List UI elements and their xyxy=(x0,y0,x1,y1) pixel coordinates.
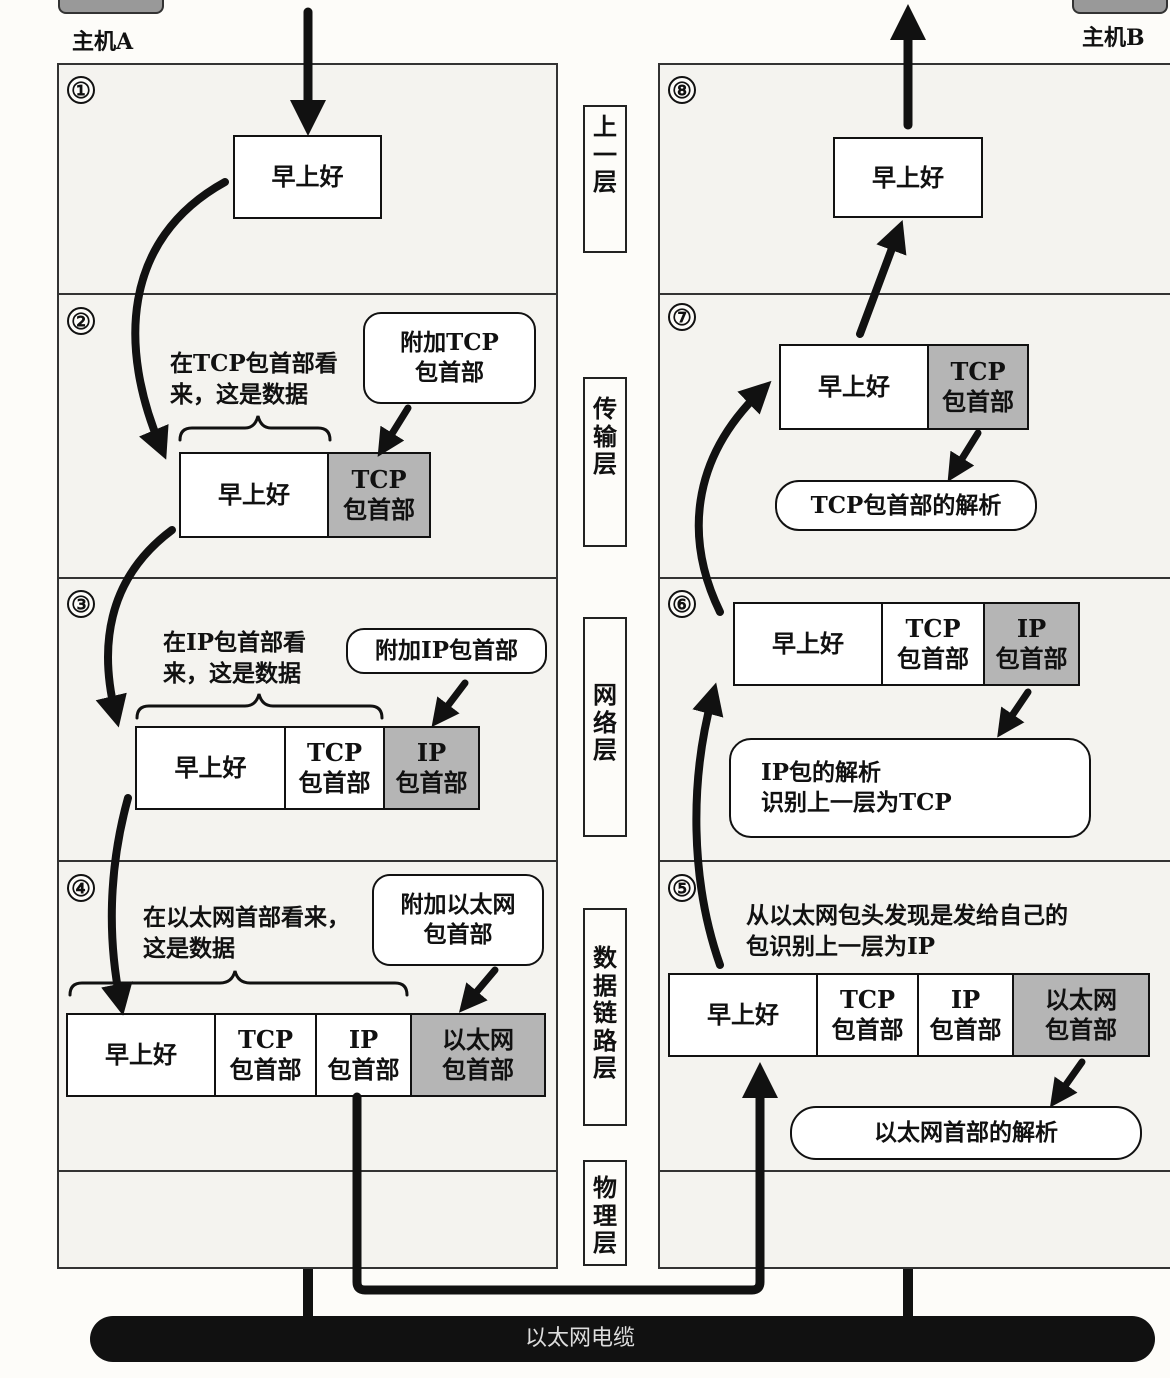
add-ip-note: 附加IP包首部 xyxy=(346,628,547,674)
parse-ip-note: IP包的解析 识别上一层为TCP xyxy=(729,738,1091,838)
note-pointer-arrow xyxy=(947,429,982,482)
parse-ethernet-note: 以太网首部的解析 xyxy=(790,1106,1142,1160)
step-8-number: ⑧ xyxy=(668,76,696,104)
layer-label-transport: 传 输 层 xyxy=(583,377,627,547)
payload-cell: 早上好 xyxy=(179,452,329,538)
band-divider xyxy=(658,860,1170,862)
band-divider xyxy=(57,577,558,579)
encapsulate-arrow-2 xyxy=(131,178,229,460)
ip-header-cell: IP 包首部 xyxy=(383,726,480,810)
eth-view-caption: 在以太网首部看来， 这是数据 xyxy=(143,904,350,963)
encapsulate-arrow-3 xyxy=(95,526,176,728)
ip-header-cell: IP 包首部 xyxy=(983,602,1080,686)
tcp-header-cell: TCP 包首部 xyxy=(284,726,385,810)
cable-label: 以太网电缆 xyxy=(524,1326,635,1351)
step-5-number: ⑤ xyxy=(668,874,696,902)
note-pointer-arrow xyxy=(458,966,499,1013)
tcp-view-caption: 在TCP包首部看 来，这是数据 xyxy=(170,350,338,409)
step-2-number: ② xyxy=(67,307,95,335)
decapsulate-arrow-7 xyxy=(694,380,772,616)
tcp-header-cell: TCP 包首部 xyxy=(214,1013,317,1097)
layer-label-network: 网 络 层 xyxy=(583,617,627,837)
ethernet-cable xyxy=(90,1316,1155,1362)
parse-tcp-note: TCP包首部的解析 xyxy=(775,480,1037,531)
host-a-label: 主机A xyxy=(72,29,134,55)
tcp-header-cell: TCP 包首部 xyxy=(881,602,985,686)
payload-brace xyxy=(178,415,332,442)
step-7-number: ⑦ xyxy=(668,303,696,331)
add-ethernet-note: 附加以太网 包首部 xyxy=(372,874,544,966)
layer-label-upper: 上 一 层 xyxy=(583,105,627,253)
ip-header-cell: IP 包首部 xyxy=(917,973,1014,1057)
payload-cell: 早上好 xyxy=(779,344,929,430)
band-divider xyxy=(658,293,1170,295)
step-3-number: ③ xyxy=(67,590,95,618)
note-pointer-arrow xyxy=(1049,1058,1086,1108)
payload-cell: 早上好 xyxy=(135,726,286,810)
host-b-computer-icon xyxy=(1072,0,1168,14)
transmission-arrow xyxy=(352,1062,778,1295)
step-4-number: ④ xyxy=(67,874,95,902)
layer-label-physical: 物 理 层 xyxy=(583,1160,627,1266)
payload-brace xyxy=(135,693,384,720)
step-1-number: ① xyxy=(67,76,95,104)
host-a-computer-icon xyxy=(58,0,164,14)
payload-cell: 早上好 xyxy=(233,135,382,219)
cable-drop-a xyxy=(303,1269,313,1317)
tcp-header-cell: TCP 包首部 xyxy=(327,452,431,538)
tcp-header-cell: TCP 包首部 xyxy=(927,344,1029,430)
band-divider xyxy=(57,860,558,862)
note-pointer-arrow xyxy=(377,404,412,457)
layer-label-datalink: 数 据 链 路 层 xyxy=(583,908,627,1126)
band-divider xyxy=(658,577,1170,579)
note-pointer-arrow xyxy=(431,679,469,728)
note-pointer-arrow xyxy=(997,688,1032,738)
decapsulate-arrow-8 xyxy=(856,220,907,338)
band-divider xyxy=(57,293,558,295)
ip-view-caption: 在IP包首部看 来，这是数据 xyxy=(163,629,307,688)
add-tcp-note: 附加TCP 包首部 xyxy=(363,312,536,404)
encapsulate-arrow-4 xyxy=(101,794,133,1016)
tcp-header-cell: TCP 包首部 xyxy=(816,973,919,1057)
ethernet-header-cell: 以太网 包首部 xyxy=(410,1013,546,1097)
cable-drop-b xyxy=(903,1269,913,1317)
band-divider xyxy=(57,1170,558,1172)
step-6-number: ⑥ xyxy=(668,590,696,618)
ethernet-header-cell: 以太网 包首部 xyxy=(1012,973,1150,1057)
payload-cell: 早上好 xyxy=(66,1013,216,1097)
received-ethernet-caption: 从以太网包头发现是发给自己的 包识别上一层为IP xyxy=(746,902,1068,961)
payload-brace xyxy=(68,970,409,997)
host-b-label: 主机B xyxy=(1082,25,1145,51)
payload-cell: 早上好 xyxy=(668,973,818,1057)
band-divider xyxy=(658,1170,1170,1172)
payload-cell: 早上好 xyxy=(833,137,983,218)
decapsulate-arrow-6 xyxy=(692,682,724,969)
